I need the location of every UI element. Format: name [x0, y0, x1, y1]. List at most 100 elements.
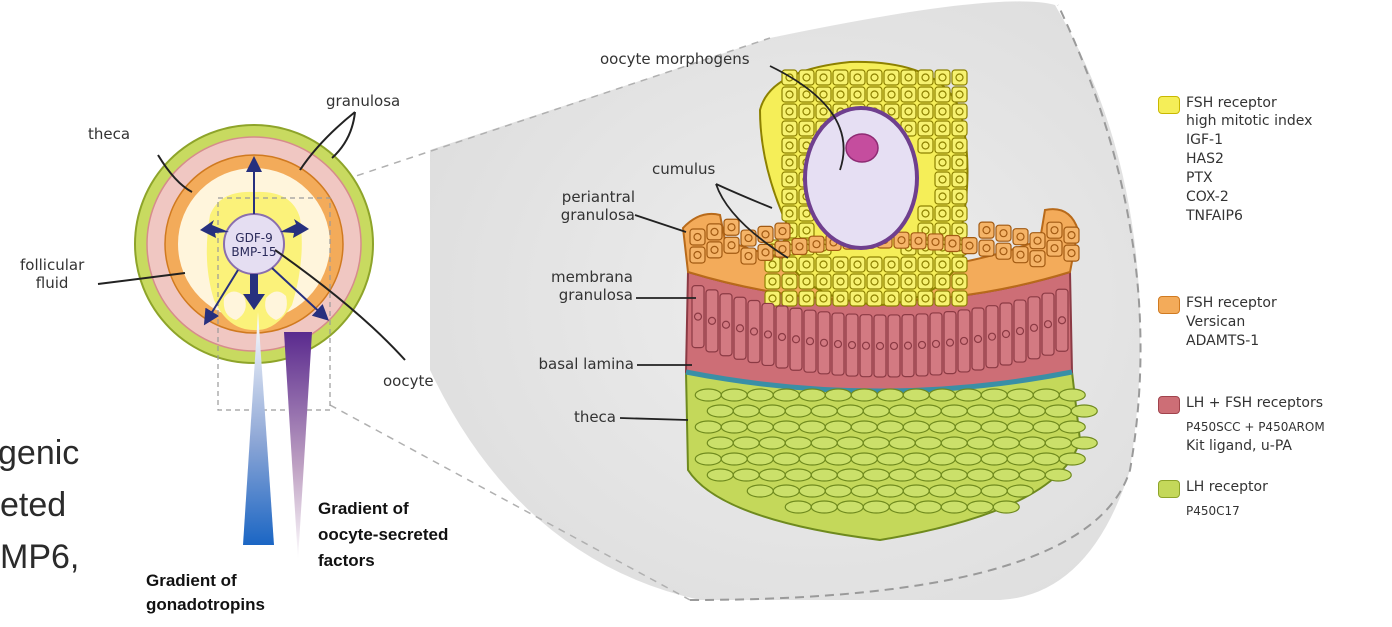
theca-cell [799, 389, 825, 401]
cell [804, 310, 816, 372]
theca-cell [967, 501, 993, 513]
theca-cell [837, 469, 863, 481]
cell [979, 222, 994, 238]
label-theca-left: theca [88, 125, 130, 143]
oocyte-factor-gradient [284, 332, 312, 560]
theca-cell [929, 421, 955, 433]
theca-cell [915, 469, 941, 481]
theca-cell [955, 389, 981, 401]
theca-cell [747, 389, 773, 401]
cell [860, 315, 872, 377]
cell [986, 306, 998, 368]
theca-cell [695, 453, 721, 465]
theca-cell [695, 389, 721, 401]
cell [902, 315, 914, 377]
theca-cell [1033, 389, 1059, 401]
cell [901, 70, 916, 85]
cell [816, 274, 831, 289]
legend-red-1: LH + FSH receptors [1186, 394, 1323, 412]
cell [935, 189, 950, 204]
theca-cell [863, 437, 889, 449]
theca-cell [903, 453, 929, 465]
theca-cell [955, 485, 981, 497]
theca-cell [825, 389, 851, 401]
theca-cell [773, 453, 799, 465]
cell [918, 138, 933, 153]
cell [935, 104, 950, 119]
cell [952, 274, 967, 289]
theca-cell [747, 453, 773, 465]
theca-cell [915, 405, 941, 417]
theca-cell [1019, 469, 1045, 481]
cell [884, 87, 899, 102]
cell [962, 238, 977, 254]
legend-green-2: P450C17 [1186, 502, 1240, 520]
cell [799, 70, 814, 85]
label-follicular-fluid: follicular fluid [20, 256, 84, 292]
legend-yellow-4: HAS2 [1186, 150, 1224, 168]
theca-cell [967, 405, 993, 417]
theca-cell [799, 421, 825, 433]
cell [935, 138, 950, 153]
theca-cell [759, 437, 785, 449]
theca-cell [851, 421, 877, 433]
theca-cell [941, 469, 967, 481]
legend-swatch-green [1158, 480, 1180, 498]
cell [782, 172, 797, 187]
cell [758, 226, 773, 242]
legend-red-2: P450SCC + P450AROM [1186, 418, 1325, 436]
cell [776, 306, 788, 368]
cell [935, 291, 950, 306]
theca-cell [877, 389, 903, 401]
cell [690, 229, 705, 245]
cell [782, 155, 797, 170]
cell [850, 291, 865, 306]
cell [1013, 229, 1028, 245]
theca-cell [1045, 437, 1071, 449]
cell [720, 294, 732, 356]
cell [952, 189, 967, 204]
cell [952, 291, 967, 306]
theca-cell [915, 501, 941, 513]
theca-cell [1007, 453, 1033, 465]
cell [792, 238, 807, 254]
label-membrana-granulosa: membrana granulosa [535, 268, 633, 304]
theca-cell [747, 421, 773, 433]
theca-cell [1007, 389, 1033, 401]
legend-orange-2: Versican [1186, 313, 1245, 331]
theca-cell [903, 389, 929, 401]
cell [928, 234, 943, 250]
theca-cell [695, 421, 721, 433]
cell [935, 121, 950, 136]
legend-yellow-5: PTX [1186, 169, 1213, 187]
cutoff-text-line2: eted [0, 484, 66, 526]
cell [1064, 227, 1079, 243]
cell [782, 121, 797, 136]
cell [884, 274, 899, 289]
cell [996, 243, 1011, 259]
cell [918, 257, 933, 272]
cell [884, 291, 899, 306]
theca-cell [759, 469, 785, 481]
theca-cell [929, 485, 955, 497]
cell [1000, 303, 1012, 365]
theca-cell [941, 437, 967, 449]
cell [690, 247, 705, 263]
legend-swatch-yellow [1158, 96, 1180, 114]
cell [799, 291, 814, 306]
cell [867, 70, 882, 85]
cell [782, 274, 797, 289]
cell [952, 138, 967, 153]
theca-cell [825, 421, 851, 433]
cell [799, 121, 814, 136]
label-oocyte: oocyte [383, 372, 434, 390]
cell [850, 70, 865, 85]
cell [782, 104, 797, 119]
theca-cell [1007, 421, 1033, 433]
cell [816, 291, 831, 306]
cutoff-text-line3: MP6, [0, 536, 79, 578]
theca-cell [707, 469, 733, 481]
cell [952, 70, 967, 85]
theca-cell [811, 469, 837, 481]
cell [972, 308, 984, 370]
